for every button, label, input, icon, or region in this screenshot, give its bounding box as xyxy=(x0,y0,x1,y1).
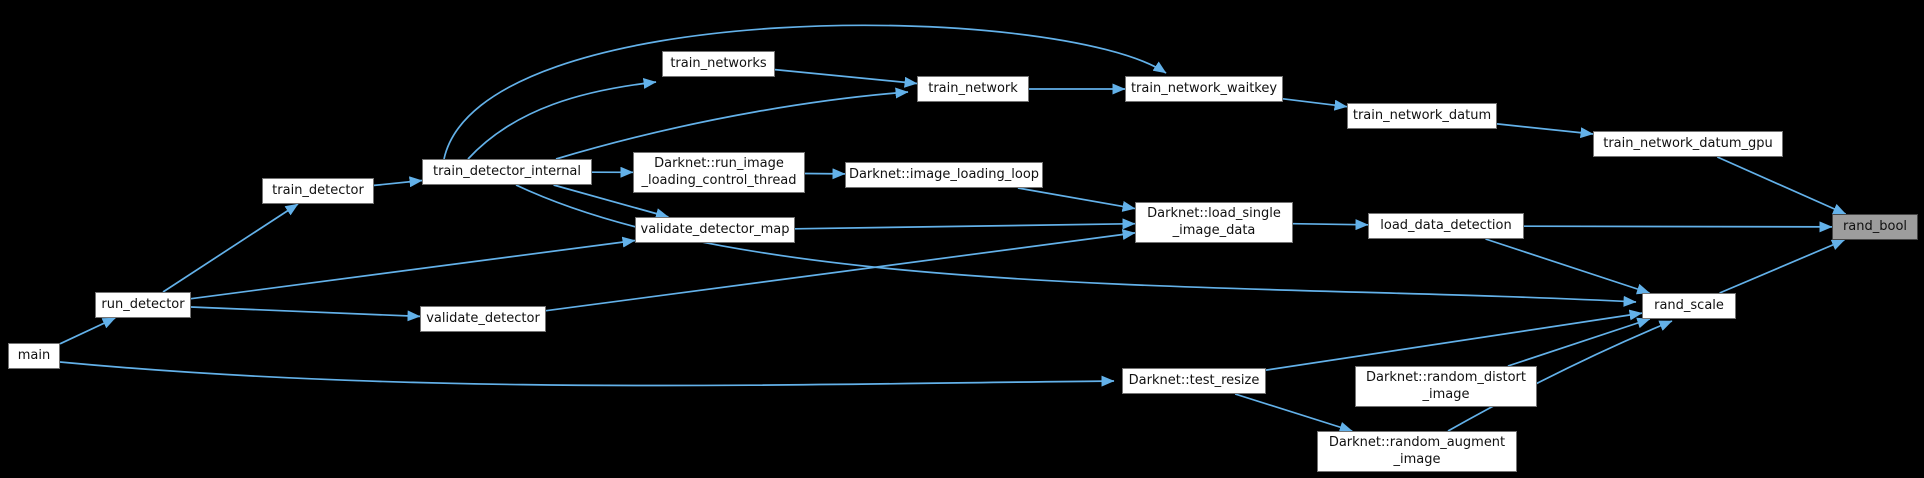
node-label-line: Darknet::random_augment xyxy=(1328,434,1506,450)
graph-node-run_detector[interactable]: run_detector xyxy=(95,292,191,318)
call-edge-train_network_datum-to-train_network_datum_gpu xyxy=(1496,123,1594,139)
call-edge-train_network_waitkey-to-train_network_datum xyxy=(1282,97,1348,111)
call-edge-random_distort_image-to-rand_scale xyxy=(1507,317,1651,367)
call-edge-image_loading_loop-to-load_single_image_data xyxy=(1017,187,1136,212)
graph-node-test_resize[interactable]: Darknet::test_resize xyxy=(1122,368,1266,394)
call-edge-train_detector_internal-to-train_network_waitkey xyxy=(443,24,1167,160)
node-label-line: train_network_datum_gpu xyxy=(1603,135,1773,151)
node-label-line: run_detector xyxy=(101,296,185,312)
node-label-line: validate_detector xyxy=(426,310,540,326)
call-edge-validate_detector_map-to-load_single_image_data xyxy=(794,218,1136,230)
call-edge-rand_scale-to-rand_bool xyxy=(1719,239,1845,294)
graph-node-random_augment_image[interactable]: Darknet::random_augment_image xyxy=(1317,431,1517,472)
call-edge-train_detector_internal-to-rand_scale xyxy=(515,184,1637,307)
node-label-line: _image xyxy=(1393,451,1441,467)
graph-node-train_networks[interactable]: train_networks xyxy=(662,51,775,77)
graph-node-train_network_datum[interactable]: train_network_datum xyxy=(1347,103,1497,129)
graph-node-rand_bool[interactable]: rand_bool xyxy=(1832,214,1918,240)
node-label-line: train_detector xyxy=(272,182,364,198)
call-edge-train_detector-to-train_detector_internal xyxy=(373,176,423,188)
node-label-line: train_detector_internal xyxy=(432,163,582,179)
graph-node-load_data_detection[interactable]: load_data_detection xyxy=(1368,213,1524,239)
call-edge-load_data_detection-to-rand_scale xyxy=(1485,238,1650,295)
graph-node-validate_detector[interactable]: validate_detector xyxy=(420,306,546,332)
call-edge-run_detector-to-validate_detector_map xyxy=(190,236,636,300)
node-label-line: main xyxy=(17,347,51,363)
graph-node-validate_detector_map[interactable]: validate_detector_map xyxy=(635,217,795,243)
node-label-line: _image xyxy=(1422,386,1470,402)
call-edge-train_network_datum_gpu-to-rand_bool xyxy=(1716,156,1847,215)
node-label-line: rand_bool xyxy=(1842,218,1908,234)
node-label-line: Darknet::random_distort xyxy=(1366,369,1526,385)
node-label-line: Darknet::load_single xyxy=(1147,205,1281,221)
node-label-line: validate_detector_map xyxy=(640,221,790,237)
node-label-line: _image_data xyxy=(1172,222,1256,238)
node-label-line: train_networks xyxy=(670,55,767,71)
graph-node-train_detector[interactable]: train_detector xyxy=(262,178,374,204)
call-edge-train_detector_internal-to-train_networks xyxy=(467,77,657,160)
node-label-line: Darknet::image_loading_loop xyxy=(848,166,1040,182)
call-edge-train_networks-to-train_network xyxy=(774,68,918,88)
graph-node-rand_scale[interactable]: rand_scale xyxy=(1642,293,1736,319)
graph-node-image_loading_loop[interactable]: Darknet::image_loading_loop xyxy=(845,162,1043,188)
call-edge-load_single_image_data-to-load_data_detection xyxy=(1292,219,1369,231)
graph-node-run_image_loading_control_thread[interactable]: Darknet::run_image_loading_control_threa… xyxy=(633,152,805,193)
call-edge-test_resize-to-random_augment_image xyxy=(1234,393,1353,433)
graph-node-train_network[interactable]: train_network xyxy=(917,76,1029,102)
call-edge-main-to-test_resize xyxy=(59,361,1115,387)
graph-node-train_detector_internal[interactable]: train_detector_internal xyxy=(422,159,592,185)
graph-node-load_single_image_data[interactable]: Darknet::load_single_image_data xyxy=(1135,202,1293,243)
graph-node-random_distort_image[interactable]: Darknet::random_distort_image xyxy=(1355,366,1537,407)
call-edge-run_detector-to-validate_detector xyxy=(190,306,421,322)
call-edge-main-to-run_detector xyxy=(59,317,116,345)
graph-node-train_network_waitkey[interactable]: train_network_waitkey xyxy=(1125,76,1283,102)
call-edge-validate_detector-to-load_single_image_data xyxy=(545,229,1136,312)
graph-node-train_network_datum_gpu[interactable]: train_network_datum_gpu xyxy=(1593,131,1783,157)
call-edge-random_augment_image-to-rand_scale xyxy=(1447,320,1673,432)
node-label-line: Darknet::test_resize xyxy=(1128,372,1260,388)
graph-node-main[interactable]: main xyxy=(8,343,60,369)
node-label-line: Darknet::run_image xyxy=(654,155,784,171)
node-label-line: rand_scale xyxy=(1654,297,1724,313)
node-label-line: train_network xyxy=(928,80,1018,96)
call-edge-train_detector_internal-to-validate_detector_map xyxy=(553,184,669,219)
node-label-line: train_network_waitkey xyxy=(1130,80,1278,96)
call-edge-run_detector-to-train_detector xyxy=(162,203,299,293)
call-edge-load_data_detection-to-rand_bool xyxy=(1523,221,1833,233)
node-label-line: _loading_control_thread xyxy=(641,172,797,188)
node-label-line: train_network_datum xyxy=(1352,107,1492,123)
call-edge-test_resize-to-rand_scale xyxy=(1265,309,1643,371)
node-label-line: load_data_detection xyxy=(1380,217,1512,233)
call-edge-train_detector_internal-to-train_network xyxy=(555,87,909,160)
